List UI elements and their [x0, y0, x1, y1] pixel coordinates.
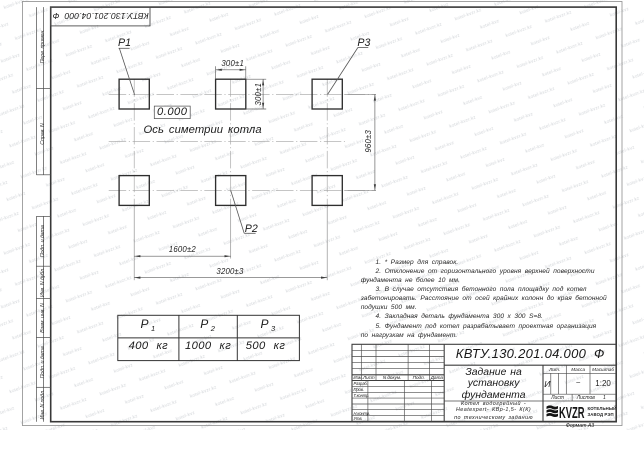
svg-text:KVZR: KVZR	[559, 405, 585, 422]
